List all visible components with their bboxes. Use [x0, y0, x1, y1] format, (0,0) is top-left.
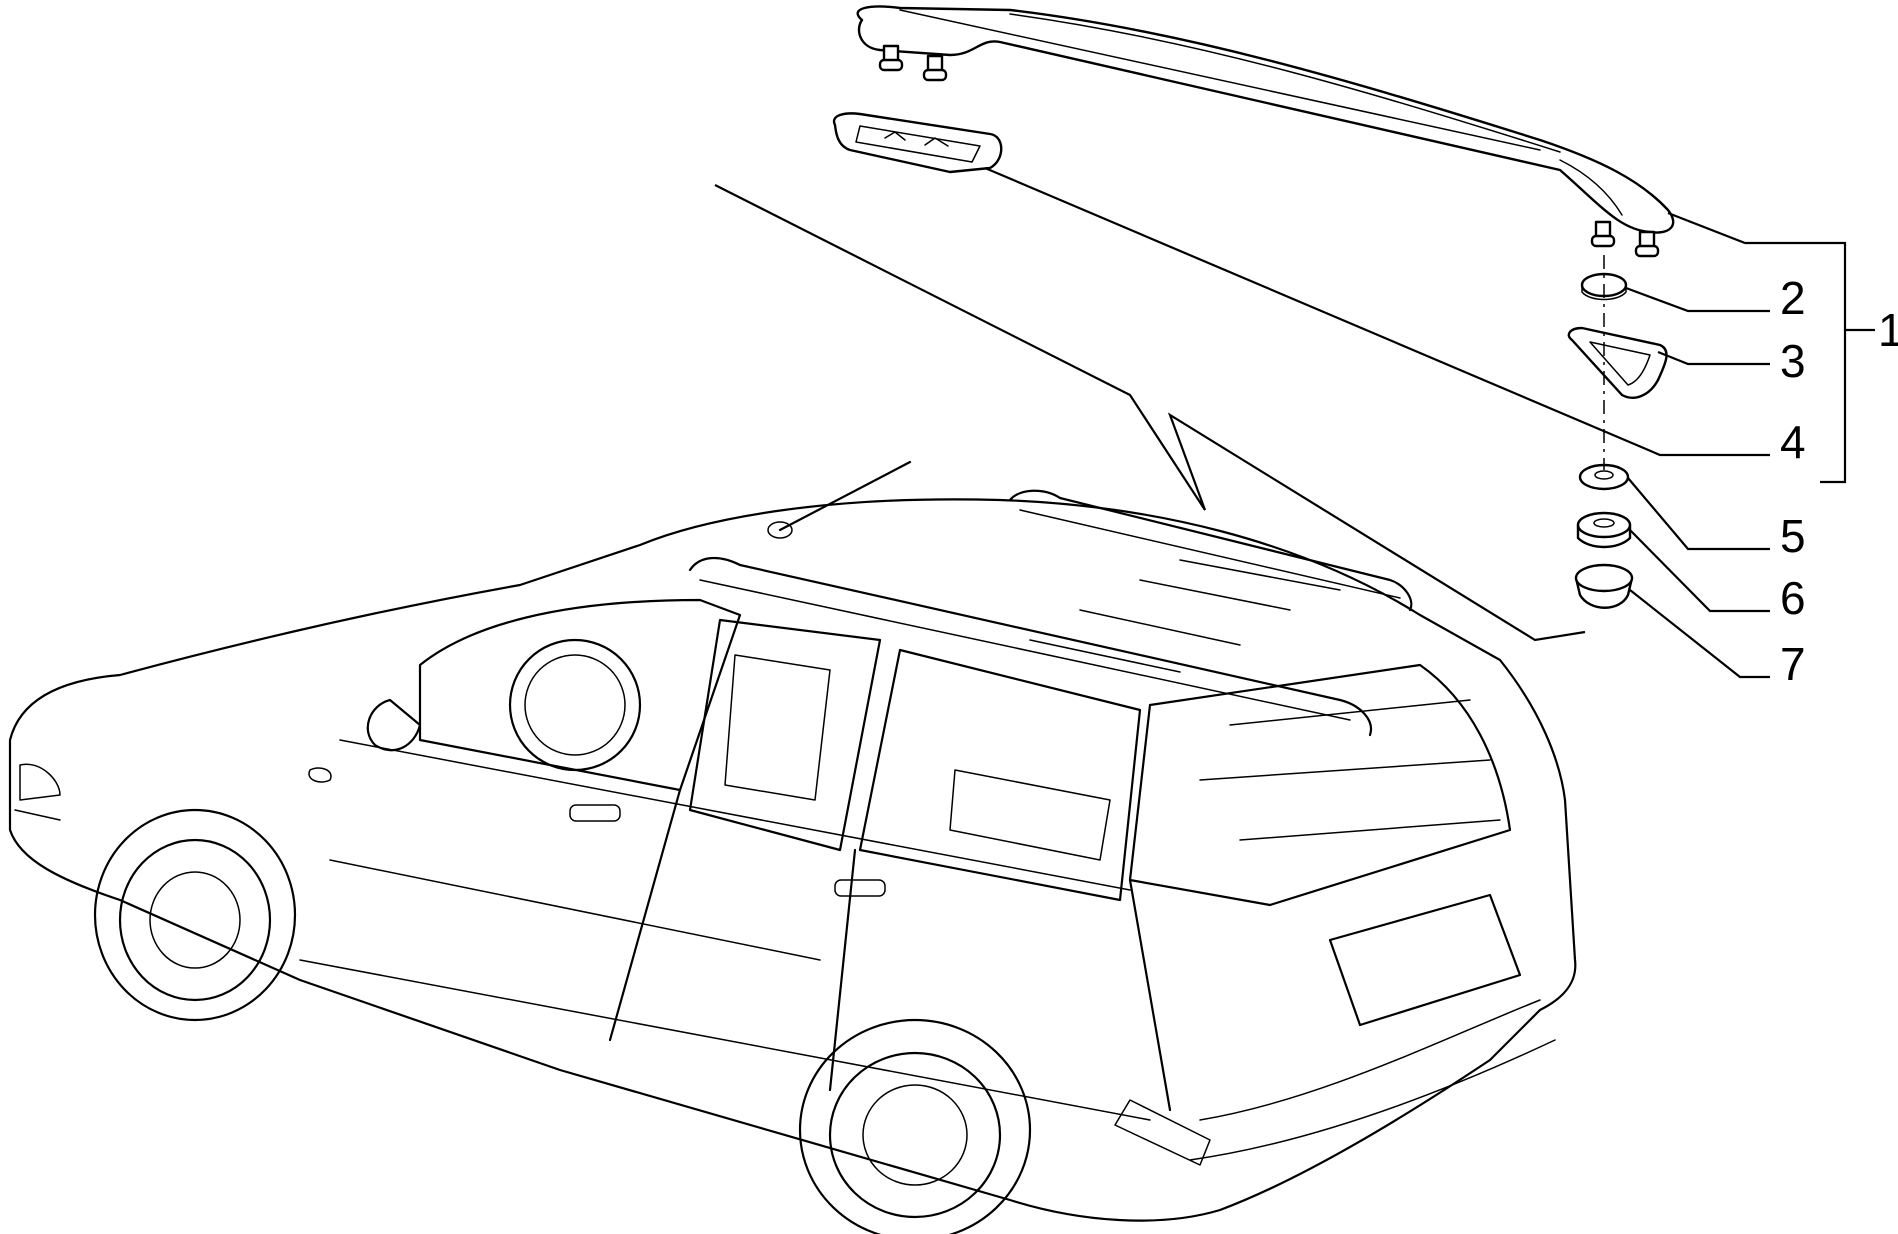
station-wagon-illustration — [8, 460, 1577, 1234]
callout-3: 3 — [1780, 335, 1806, 387]
callout-labels: 1 2 3 4 5 6 7 — [1780, 272, 1898, 690]
callout-4: 4 — [1780, 416, 1806, 468]
front-gasket-pad — [832, 112, 1003, 174]
callout-7: 7 — [1780, 638, 1806, 690]
roof-rail — [856, 5, 1675, 258]
callout-6: 6 — [1780, 572, 1806, 624]
base-gasket-part-3 — [1567, 326, 1668, 399]
callout-1: 1 — [1878, 304, 1898, 356]
leader-lines — [714, 166, 1875, 679]
grommet-part-6 — [1576, 511, 1632, 549]
callout-2: 2 — [1780, 272, 1806, 324]
cap-part-7 — [1574, 563, 1634, 609]
callout-5: 5 — [1780, 510, 1806, 562]
